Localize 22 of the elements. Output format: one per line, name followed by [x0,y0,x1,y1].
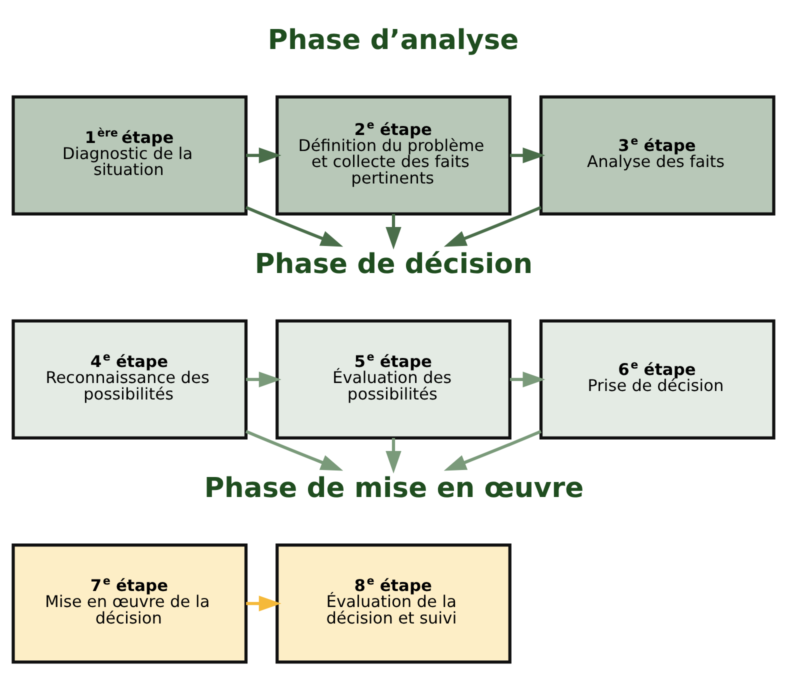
node-box: 3$^{e}$ étape Analyse des faits [539,94,776,215]
arrow [444,206,542,246]
node-box: 1$^{ère}$ étape Diagnostic de la situation [12,94,248,215]
arrow [444,430,542,470]
node-text: Phase de décision [254,248,533,280]
arrow [246,147,282,163]
arrow [510,371,546,387]
arrow [246,595,282,611]
arrow [386,438,402,473]
node-box: 5$^{e}$ étape Évaluation des possibilités [276,318,512,440]
node-text: Phase de mise en œuvre [204,472,584,504]
arrow [245,430,344,470]
arrow [246,371,282,387]
arrow [386,214,402,249]
node-text: Phase d’analyse [268,24,519,56]
node-box: 8$^{e}$ étape Évaluation de la décision et suivi [276,542,512,664]
node-box: 7$^{e}$ étape Mise en œuvre de la décision [12,542,248,664]
arrow [245,206,344,246]
node-box: 6$^{e}$ étape Prise de décision [539,318,776,440]
node-box: 4$^{e}$ étape Reconnaissance des possibilités [12,318,248,440]
node-box: 2$^{e}$ étape Définition du problème et collecte des faits pertinents [276,94,512,215]
arrow [510,147,546,163]
